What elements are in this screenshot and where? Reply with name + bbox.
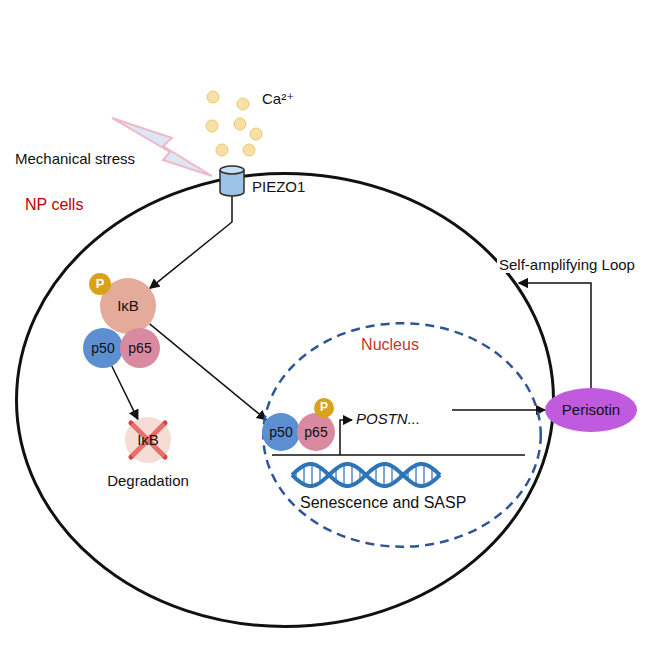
cell-outline-outline [15, 172, 555, 628]
arrow-connector [519, 283, 591, 388]
node-text: Degradation [107, 472, 189, 489]
transcription-arrow [340, 420, 352, 455]
p65-subunit: p65 [120, 328, 160, 368]
arrow-connector [150, 324, 267, 420]
node-text: P [320, 401, 328, 415]
node-text: Nucleus [361, 336, 419, 354]
node-text: p65 [128, 340, 151, 356]
p65-subunit-shape [297, 413, 335, 451]
dna-rung [415, 465, 417, 485]
degraded-ikb-shape [125, 417, 171, 463]
periostin-node: Perisotin [545, 388, 637, 432]
node-text: P [96, 277, 105, 292]
edge-label: Self-amplifying Loop [497, 256, 637, 273]
calcium-dot [206, 120, 218, 132]
phosphate-mark-shape [314, 398, 334, 418]
channel-top [220, 166, 244, 174]
p50-subunit-shape [262, 413, 300, 451]
p50-subunit: p50 [83, 328, 123, 368]
node-text: NP cells [25, 196, 83, 214]
calcium-dot [243, 144, 255, 156]
phosphate-mark: P [89, 273, 111, 295]
p65-subunit: p65 [297, 413, 335, 451]
stimulus-label: Mechanical stress [15, 150, 135, 167]
arrow-connector [452, 409, 545, 411]
arrow-connector [150, 196, 232, 288]
dna-rung [311, 464, 313, 486]
outcome-label: Senescence and SASP [300, 494, 466, 512]
gene-line [272, 454, 525, 456]
phosphate-mark: P [314, 398, 334, 418]
node-text: p50 [91, 340, 114, 356]
ion-label: Ca²⁺ [262, 90, 294, 107]
dna-helix [292, 464, 440, 486]
node-text: IκB [117, 297, 139, 314]
node-text: Perisotin [562, 401, 620, 418]
calcium-dot [234, 118, 246, 130]
gene-label: POSTN... [356, 410, 420, 427]
p65-subunit-shape [120, 328, 160, 368]
node-text: p50 [269, 424, 292, 440]
calcium-ions [206, 91, 262, 156]
degraded-ikb: IκBDegradation [125, 417, 171, 463]
nucleus-outline: Nucleus p50 p65 P [262, 322, 542, 548]
dna-rung [383, 464, 385, 486]
piezo1-channel-outline [220, 166, 244, 196]
periostin-node-shape [545, 388, 637, 432]
dna-rung [303, 466, 305, 485]
dna-strand [292, 464, 440, 486]
calcium-dot [216, 144, 228, 156]
p50-subunit: p50 [262, 413, 300, 451]
dna-rung [351, 465, 353, 485]
lightning-bolt [112, 118, 212, 176]
dna-rung [343, 464, 345, 485]
arrow-connector [112, 366, 138, 419]
cell-outline-shape [17, 174, 554, 627]
calcium-dot [237, 98, 249, 110]
calcium-dot [250, 128, 262, 140]
dna-strand [292, 464, 440, 486]
p50-subunit-shape [83, 328, 123, 368]
calcium-dot [207, 91, 219, 103]
node-text: PIEZO1 [252, 178, 305, 195]
dna-rung [423, 464, 425, 486]
node-text: IκB [137, 431, 159, 448]
piezo1-channel: PIEZO1 [220, 166, 244, 196]
node-text: p65 [304, 424, 327, 440]
nucleus-outline-shape [263, 323, 541, 547]
phosphate-mark-shape [89, 273, 111, 295]
cell-outline: NP cellsIκBPp50p65Nucleusp50p65PIκBDegra… [15, 172, 555, 628]
